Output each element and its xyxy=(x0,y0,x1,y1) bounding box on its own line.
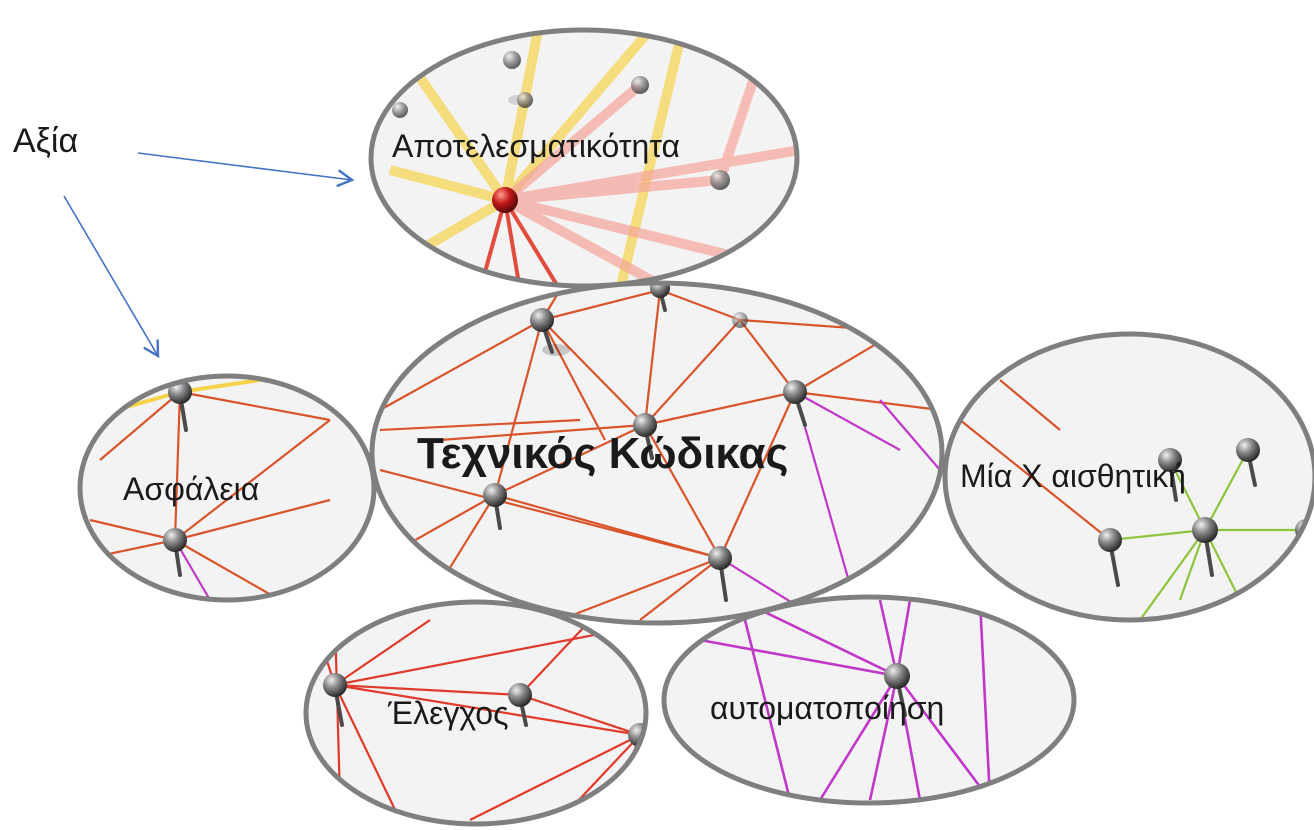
automation-label: αυτοματοποίηση xyxy=(710,690,945,726)
efficiency-label: Αποτελεσματικότητα xyxy=(392,128,680,164)
value-arrows xyxy=(63,152,355,359)
testing-label: Έλεγχος xyxy=(388,695,509,731)
automation-node xyxy=(661,594,1077,806)
efficiency-node xyxy=(368,27,800,289)
central-node xyxy=(369,280,945,626)
arrow-to-security xyxy=(63,195,160,359)
aesthetics-label: Μία Χ αισθητική xyxy=(960,458,1186,494)
value-label: Αξία xyxy=(13,122,79,160)
security-label: Ασφάλεια xyxy=(123,471,260,507)
aesthetics-node xyxy=(942,331,1314,623)
security-node xyxy=(77,373,377,603)
arrow-to-efficiency xyxy=(137,152,355,188)
testing-node xyxy=(303,599,649,827)
central-title: Τεχνικός Κώδικας xyxy=(417,429,789,478)
